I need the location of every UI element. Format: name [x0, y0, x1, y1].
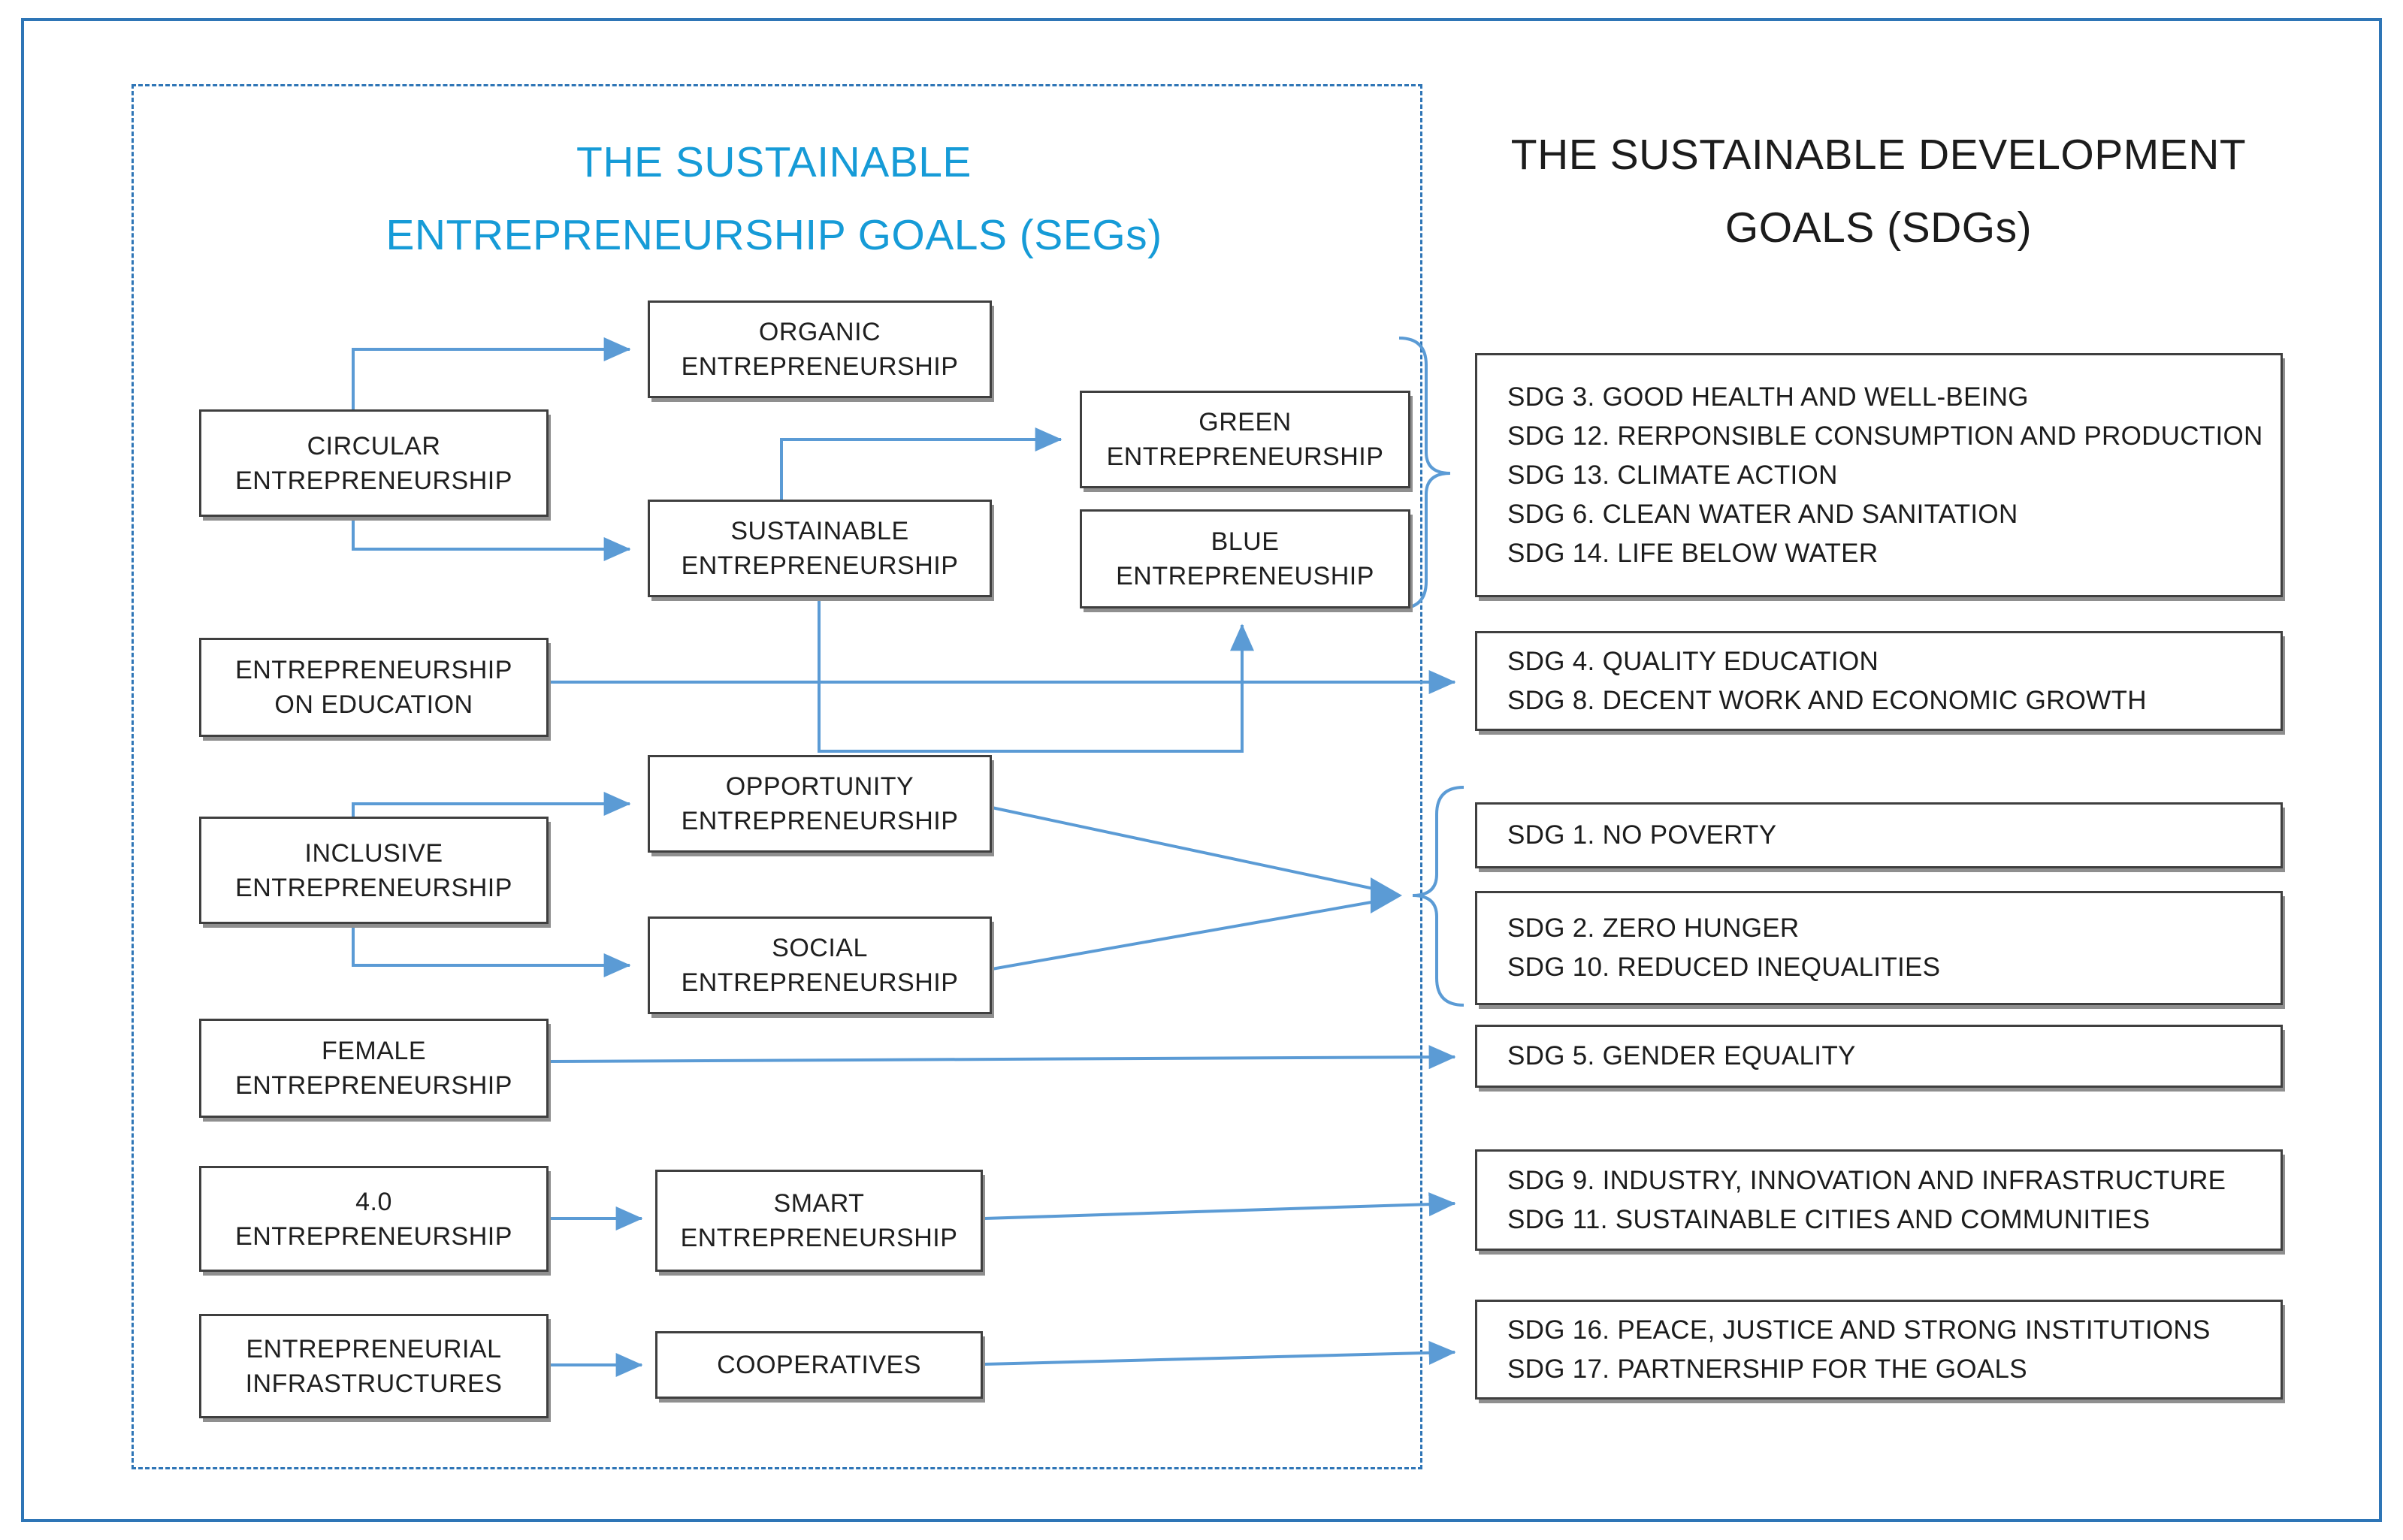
sdg-box-no-poverty: SDG 1. NO POVERTY — [1475, 802, 2283, 868]
seg-box-cooperatives-label: COOPERATIVES — [717, 1351, 921, 1379]
sdg-line: SDG 17. PARTNERSHIP FOR THE GOALS — [1507, 1354, 2027, 1384]
sdg-line: SDG 5. GENDER EQUALITY — [1507, 1041, 1856, 1070]
sdg-line: SDG 13. CLIMATE ACTION — [1507, 460, 1838, 490]
sdg-line: SDG 16. PEACE, JUSTICE AND STRONG INSTIT… — [1507, 1315, 2211, 1345]
sdg-box-hunger-inequalities: SDG 2. ZERO HUNGER SDG 10. REDUCED INEQU… — [1475, 891, 2283, 1005]
seg-box-education-label: ENTREPRENEURSHIP ON EDUCATION — [235, 656, 512, 719]
seg-box-smart: SMART ENTREPRENEURSHIP — [655, 1170, 983, 1272]
seg-box-sustainable-label: SUSTAINABLE ENTREPRENEURSHIP — [681, 517, 959, 580]
sdg-line: SDG 14. LIFE BELOW WATER — [1507, 538, 1879, 568]
seg-box-inclusive: INCLUSIVE ENTREPRENEURSHIP — [199, 817, 549, 924]
seg-box-green: GREEN ENTREPRENEURSHIP — [1080, 391, 1410, 488]
sdg-line: SDG 6. CLEAN WATER AND SANITATION — [1507, 499, 2018, 529]
seg-box-sustainable: SUSTAINABLE ENTREPRENEURSHIP — [648, 500, 992, 597]
sdg-line: SDG 2. ZERO HUNGER — [1507, 913, 1800, 943]
segs-title: THE SUSTAINABLE ENTREPRENEURSHIP GOALS (… — [385, 138, 1162, 259]
seg-box-4-0-label: 4.0 ENTREPRENEURSHIP — [235, 1187, 512, 1251]
seg-box-opportunity: OPPORTUNITY ENTREPRENEURSHIP — [648, 755, 992, 853]
sdg-line: SDG 3. GOOD HEALTH AND WELL-BEING — [1507, 382, 2029, 412]
sdg-line: SDG 8. DECENT WORK AND ECONOMIC GROWTH — [1507, 685, 2147, 715]
seg-box-smart-label: SMART ENTREPRENEURSHIP — [680, 1189, 958, 1252]
seg-box-infrastructures-label: ENTREPRENEURIAL INFRASTRUCTURES — [245, 1334, 503, 1398]
seg-box-inclusive-label: INCLUSIVE ENTREPRENEURSHIP — [235, 838, 512, 902]
sdgs-title: THE SUSTAINABLE DEVELOPMENT GOALS (SDGs) — [1510, 131, 2247, 252]
sdg-line: SDG 12. RERPONSIBLE CONSUMPTION AND PROD… — [1507, 421, 2263, 451]
sdg-box-peace-partnership: SDG 16. PEACE, JUSTICE AND STRONG INSTIT… — [1475, 1300, 2283, 1400]
seg-box-female: FEMALE ENTREPRENEURSHIP — [199, 1019, 549, 1118]
seg-box-circular-label: CIRCULAR ENTREPRENEURSHIP — [235, 431, 512, 495]
sdg-box-industry-cities: SDG 9. INDUSTRY, INNOVATION AND INFRASTR… — [1475, 1149, 2283, 1251]
seg-box-blue: BLUE ENTREPRENEUSHIP — [1080, 509, 1410, 608]
seg-box-education: ENTREPRENEURSHIP ON EDUCATION — [199, 638, 549, 737]
sdg-line: SDG 10. REDUCED INEQUALITIES — [1507, 953, 1941, 982]
seg-box-4-0: 4.0 ENTREPRENEURSHIP — [199, 1166, 549, 1272]
seg-box-infrastructures: ENTREPRENEURIAL INFRASTRUCTURES — [199, 1314, 549, 1418]
seg-box-cooperatives: COOPERATIVES — [655, 1331, 983, 1399]
sdg-box-education: SDG 4. QUALITY EDUCATION SDG 8. DECENT W… — [1475, 631, 2283, 731]
seg-box-social: SOCIAL ENTREPRENEURSHIP — [648, 916, 992, 1014]
seg-box-female-label: FEMALE ENTREPRENEURSHIP — [235, 1037, 512, 1100]
outer-border — [21, 18, 2382, 1522]
seg-box-blue-label: BLUE ENTREPRENEUSHIP — [1116, 527, 1374, 590]
sdg-box-environment: SDG 3. GOOD HEALTH AND WELL-BEING SDG 12… — [1475, 353, 2283, 597]
seg-box-social-label: SOCIAL ENTREPRENEURSHIP — [681, 934, 959, 997]
seg-box-organic: ORGANIC ENTREPRENEURSHIP — [648, 300, 992, 398]
sdg-line: SDG 1. NO POVERTY — [1507, 820, 1777, 850]
seg-box-organic-label: ORGANIC ENTREPRENEURSHIP — [681, 318, 959, 381]
sdg-box-gender: SDG 5. GENDER EQUALITY — [1475, 1025, 2283, 1088]
seg-box-circular: CIRCULAR ENTREPRENEURSHIP — [199, 409, 549, 517]
sdg-line: SDG 9. INDUSTRY, INNOVATION AND INFRASTR… — [1507, 1165, 2226, 1195]
sdg-line: SDG 11. SUSTAINABLE CITIES AND COMMUNITI… — [1507, 1204, 2151, 1234]
segs-dashed-frame — [131, 84, 1422, 1469]
seg-box-opportunity-label: OPPORTUNITY ENTREPRENEURSHIP — [681, 772, 959, 835]
seg-box-green-label: GREEN ENTREPRENEURSHIP — [1106, 408, 1384, 471]
sdg-line: SDG 4. QUALITY EDUCATION — [1507, 646, 1879, 676]
